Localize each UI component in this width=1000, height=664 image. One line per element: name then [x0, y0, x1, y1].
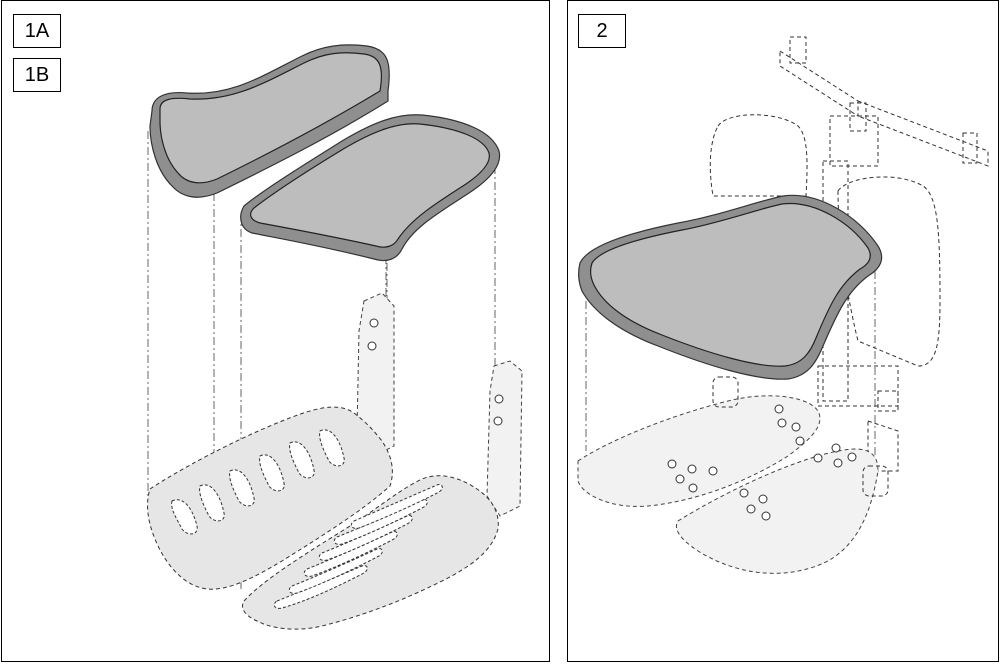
seat-pad-2 — [578, 194, 883, 380]
footplate-right — [242, 360, 523, 630]
footplate-right-ghost — [675, 404, 889, 574]
footplate-left-slots — [171, 429, 345, 535]
projection-lines — [585, 271, 876, 481]
footplate-pad-1a — [149, 44, 390, 198]
seat-pad-exploded-drawing — [577, 36, 989, 574]
label-1a: 1A — [13, 14, 61, 48]
label-1b: 1B — [13, 58, 61, 92]
label-2: 2 — [578, 14, 626, 48]
footplate-left — [147, 292, 395, 590]
diagram-panel-1: 1A 1B — [1, 0, 550, 662]
footplate-left-ghost — [577, 376, 821, 507]
footplate-pad-1b — [240, 114, 501, 262]
footplate-exploded-drawing — [147, 44, 523, 630]
diagram-panel-2: 2 — [567, 0, 999, 662]
footplate-right-slots — [273, 484, 443, 609]
